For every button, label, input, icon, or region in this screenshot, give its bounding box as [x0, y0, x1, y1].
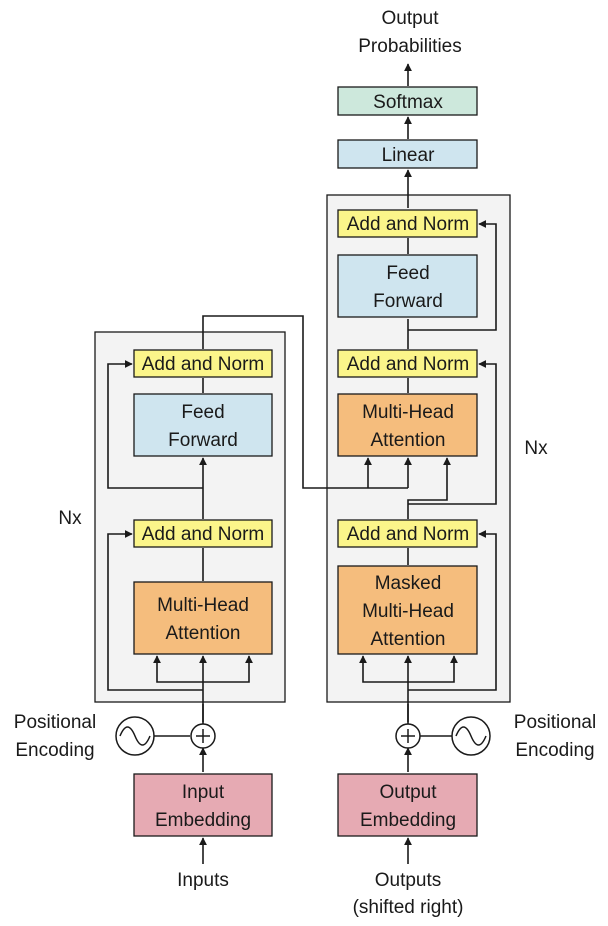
softmax-label: Softmax [373, 92, 443, 113]
dec-residual-bottom [408, 530, 497, 691]
encoder-attention-line2: Attention [166, 623, 241, 644]
decoder-positional-line1: Positional [514, 712, 596, 733]
decoder-add-norm-top [337, 209, 478, 238]
decoder-add-norm-bottom-label: Add and Norm [347, 524, 470, 545]
dec-attn-in-right [408, 655, 458, 683]
linear-label: Linear [382, 145, 435, 166]
dec-attn-in-left [359, 655, 408, 683]
decoder-add-icon [395, 723, 421, 749]
decoder-masked-attention [337, 565, 478, 655]
decoder-add-norm-middle [337, 349, 478, 378]
dec-residual-middle [408, 360, 497, 505]
encoder-embedding-line1: Input [182, 782, 225, 803]
decoder-embedding-line2: Embedding [360, 810, 456, 831]
enc-residual-bottom [107, 530, 203, 691]
enc-attn-in-left [153, 655, 203, 683]
decoder-feed-forward-line2: Forward [373, 291, 443, 312]
decoder-attention-line2: Attention [371, 430, 446, 451]
encoder-positional-line2: Encoding [15, 740, 94, 761]
output-probabilities-line1: Output [381, 8, 439, 29]
encoder-add-norm-bottom [133, 519, 273, 548]
encoder-attention [133, 581, 273, 655]
encoder-add-norm-top [133, 349, 273, 378]
dec-norm-to-attn-arrow [407, 457, 451, 519]
decoder-feed-forward [337, 254, 478, 318]
decoder-masked-line3: Attention [371, 629, 446, 650]
encoder-feed-forward-line1: Feed [181, 402, 224, 423]
encoder-feed-forward [133, 393, 273, 457]
decoder-positional-sine-icon [451, 716, 491, 756]
encoder-add-norm-bottom-label: Add and Norm [142, 524, 265, 545]
decoder-add-norm-middle-label: Add and Norm [347, 354, 470, 375]
encoder-add-icon [190, 723, 216, 749]
decoder-repeat-label: Nx [524, 438, 548, 459]
encoder-positional-line1: Positional [14, 712, 96, 733]
encoder-input-embedding [133, 773, 273, 837]
decoder-attention-line1: Multi-Head [362, 402, 454, 423]
decoder-masked-line1: Masked [375, 573, 442, 594]
enc-residual-top [107, 360, 203, 489]
encoder-attention-line1: Multi-Head [157, 595, 249, 616]
decoder-attention [337, 393, 478, 457]
decoder-positional-line2: Encoding [515, 740, 594, 761]
decoder-outputs-line2: (shifted right) [353, 897, 464, 918]
linear-box [337, 139, 478, 169]
output-probabilities-line2: Probabilities [358, 36, 462, 57]
encoder-add-norm-top-label: Add and Norm [142, 354, 265, 375]
encoder-positional-sine-icon [115, 716, 155, 756]
decoder-outputs-line1: Outputs [375, 870, 442, 891]
encoder-to-decoder-line [202, 315, 408, 489]
encoder-embedding-line2: Embedding [155, 810, 251, 831]
decoder-add-norm-top-label: Add and Norm [347, 214, 470, 235]
decoder-embedding-line1: Output [379, 782, 437, 803]
dec-residual-top [408, 220, 497, 331]
decoder-add-norm-bottom [337, 519, 478, 548]
decoder-masked-line2: Multi-Head [362, 601, 454, 622]
decoder-feed-forward-line1: Feed [386, 263, 429, 284]
softmax-box [337, 86, 478, 116]
encoder-repeat-label: Nx [58, 508, 82, 529]
decoder-output-embedding [337, 773, 478, 837]
encoder-feed-forward-line2: Forward [168, 430, 238, 451]
enc-attn-in-right [203, 655, 253, 683]
encoder-inputs-label: Inputs [177, 870, 229, 891]
